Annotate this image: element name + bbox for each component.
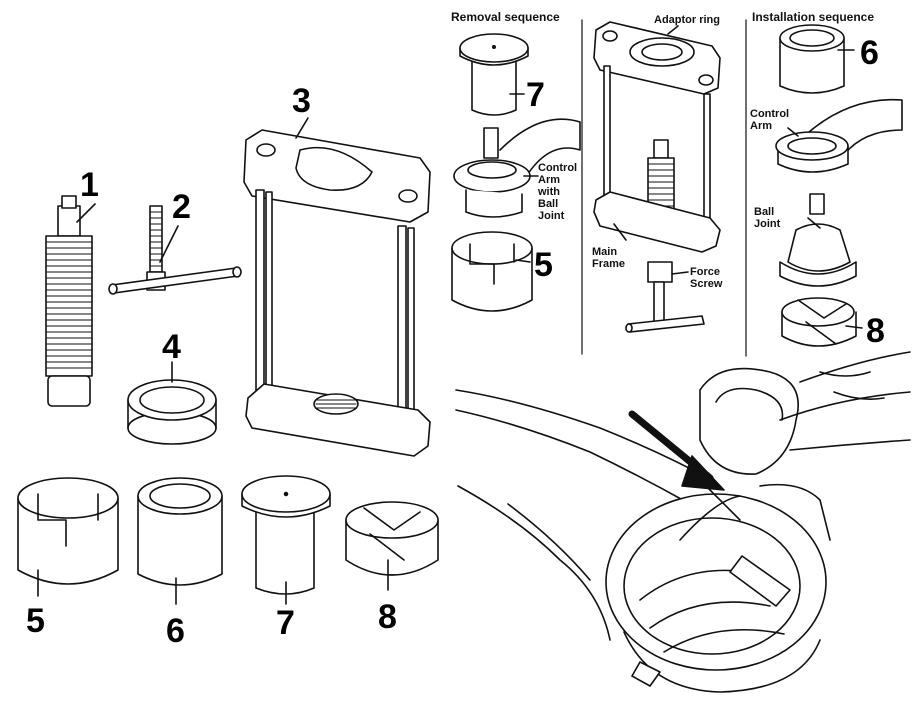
- main-frame-label: Main Frame: [592, 246, 626, 270]
- removal-sequence-title: Removal sequence: [451, 10, 560, 24]
- adaptor-ring-label: Adaptor ring: [654, 14, 720, 26]
- part-8-slotted-cup: [345, 501, 439, 591]
- force-screw-label: Force Screw: [690, 266, 723, 290]
- control-arm-label: Control Arm: [750, 108, 790, 132]
- assembly-panel: [593, 21, 721, 333]
- part-6-receiver-cup: [137, 477, 223, 605]
- control-arm-with-ball-joint-label: Control Arm with Ball Joint: [538, 162, 578, 222]
- installation-number-6: 6: [860, 34, 879, 72]
- part-number-6: 6: [166, 612, 185, 650]
- part-number-8: 8: [378, 598, 397, 636]
- installation-sequence-title: Installation sequence: [752, 10, 875, 24]
- part-number-2: 2: [172, 188, 191, 226]
- part-1-threaded-spindle: [45, 195, 96, 407]
- part-number-7: 7: [276, 604, 295, 642]
- ball-joint-label: Ball Joint: [754, 206, 781, 230]
- part-5-split-cup: [17, 477, 119, 597]
- removal-number-7: 7: [526, 76, 545, 114]
- part-number-1: 1: [80, 166, 99, 204]
- part-7-cap: [241, 475, 331, 605]
- installation-sequence-panel: [775, 24, 903, 347]
- part-2-t-handle-screw: [108, 205, 242, 295]
- removal-sequence-panel: [451, 33, 581, 312]
- removal-number-5: 5: [534, 246, 553, 284]
- part-number-4: 4: [162, 328, 181, 366]
- installation-number-8: 8: [866, 312, 885, 350]
- wrench-illustration: [455, 351, 911, 693]
- part-number-3: 3: [292, 82, 311, 120]
- part-3-main-frame: [243, 117, 431, 457]
- part-number-5: 5: [26, 602, 45, 640]
- part-4-ring: [127, 361, 217, 445]
